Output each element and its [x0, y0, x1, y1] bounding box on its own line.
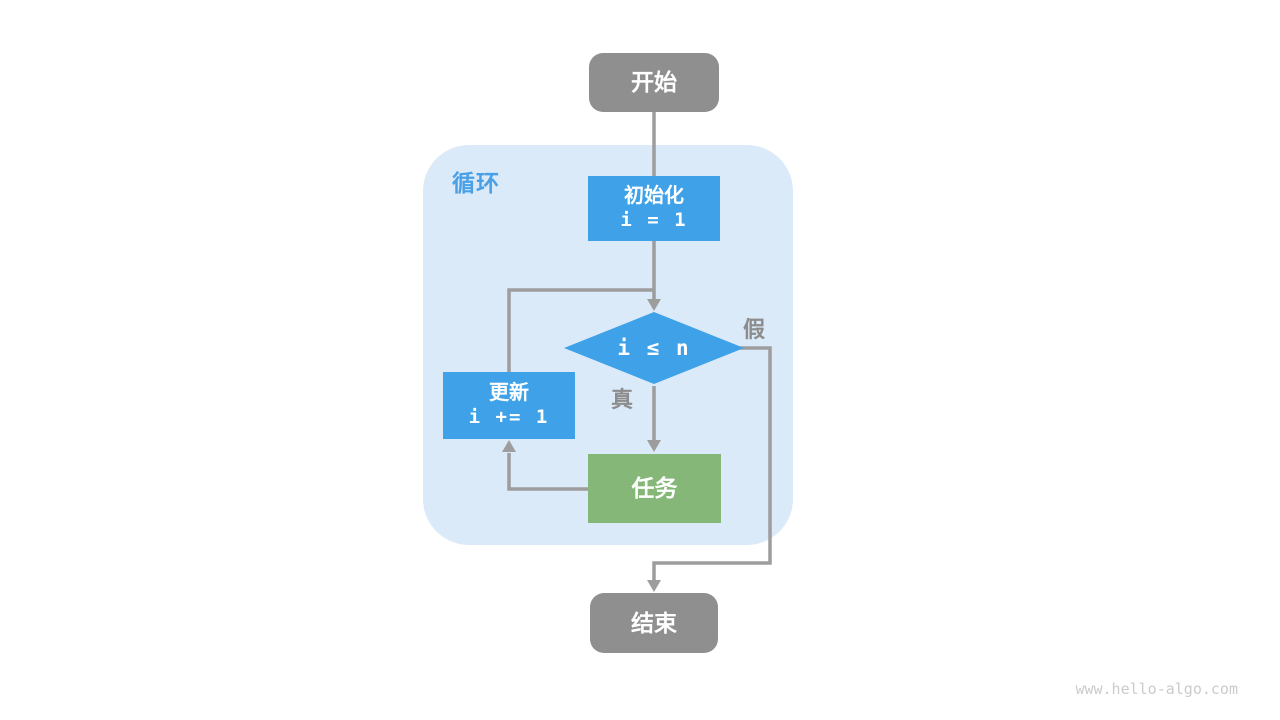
edge-task-to-update [507, 453, 588, 491]
edge-label-false: 假 [742, 317, 765, 342]
node-task: 任务 [588, 454, 721, 523]
node-condition-code: i ≤ n [617, 335, 691, 360]
arrowhead-into-task [647, 440, 661, 452]
node-update-code: i += 1 [468, 406, 550, 429]
edge-update-loopback [507, 288, 654, 372]
node-initialize-title: 初始化 [624, 185, 684, 208]
node-update: 更新 i += 1 [443, 372, 575, 439]
arrowhead-into-condition [647, 299, 661, 311]
arrowhead-into-end [647, 580, 661, 592]
node-start: 开始 [589, 53, 719, 112]
node-update-title: 更新 [489, 382, 529, 405]
node-initialize-code: i = 1 [620, 209, 688, 232]
node-end: 结束 [590, 593, 718, 653]
loop-region-label: 循环 [452, 170, 500, 196]
edge-condition-false-to-end [652, 346, 772, 581]
edge-label-true: 真 [610, 387, 633, 412]
node-end-label: 结束 [631, 609, 677, 636]
node-task-label: 任务 [631, 475, 678, 502]
watermark: www.hello-algo.com [1075, 680, 1238, 698]
node-initialize: 初始化 i = 1 [588, 176, 720, 241]
node-start-label: 开始 [631, 69, 677, 96]
arrowhead-into-update [502, 440, 516, 452]
